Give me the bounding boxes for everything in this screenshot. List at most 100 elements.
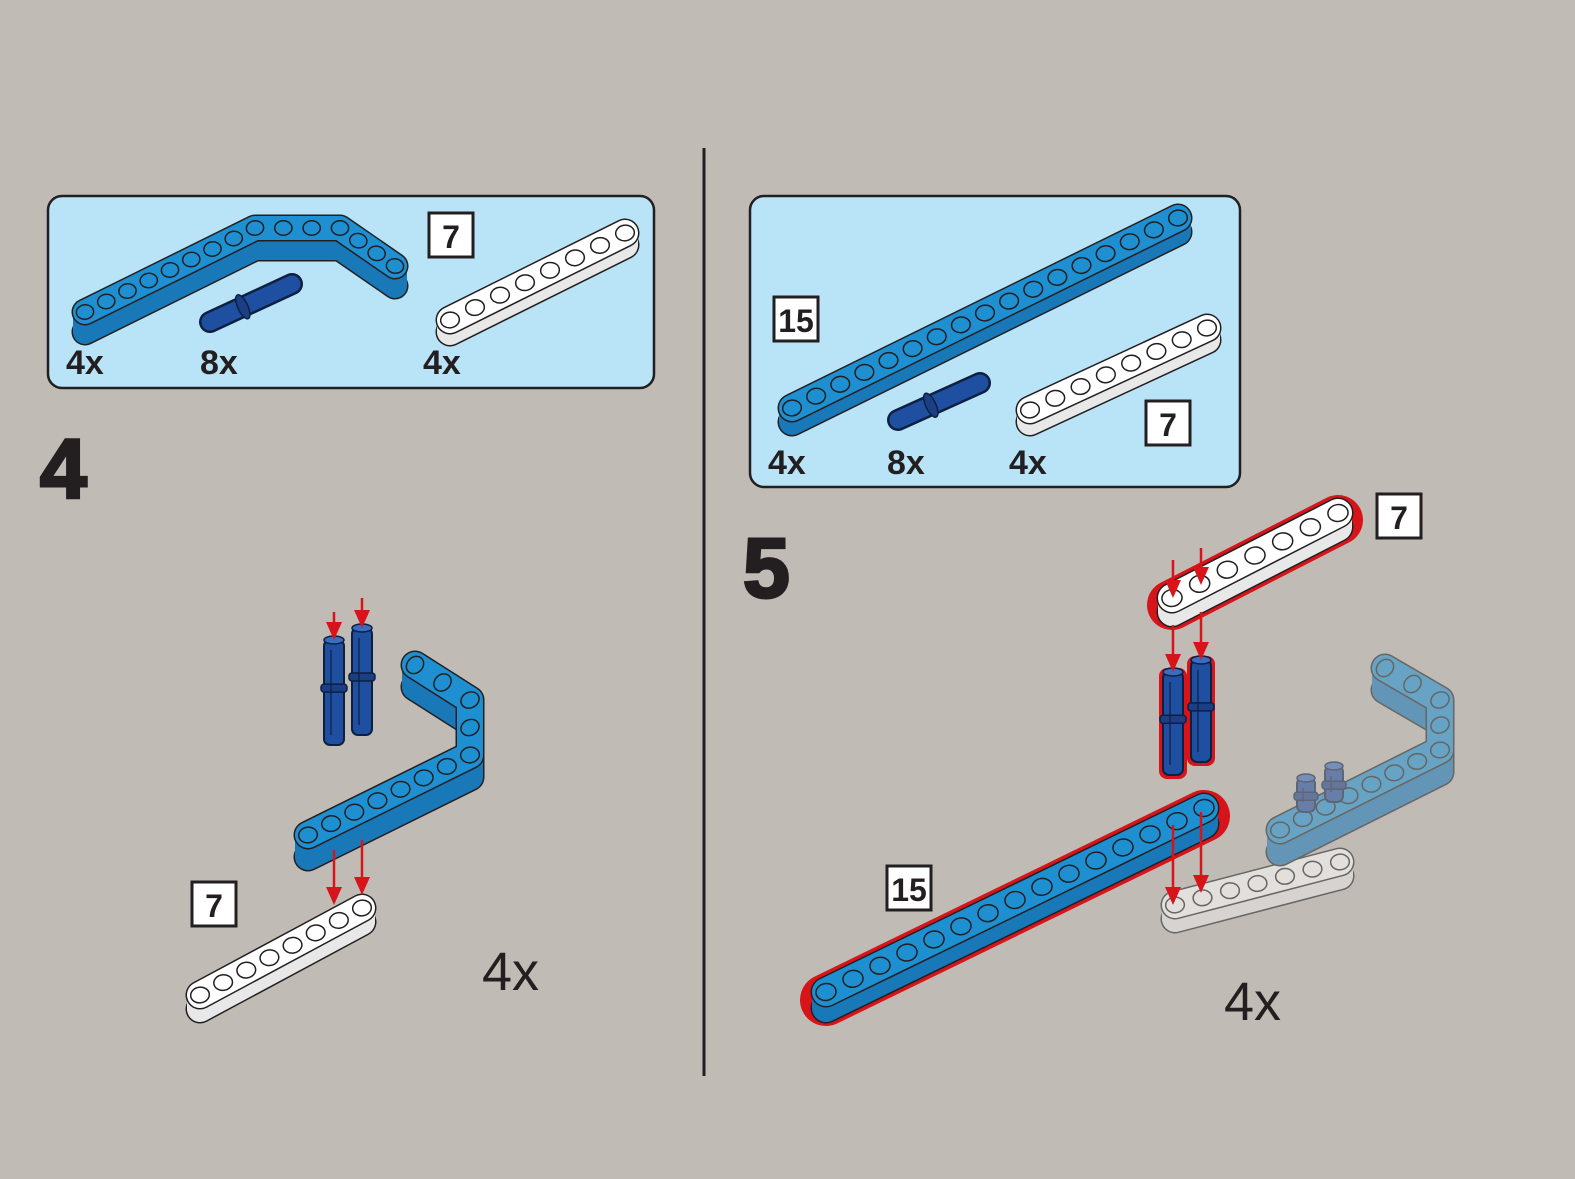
beam-hole — [189, 986, 211, 1004]
beam-hole — [514, 274, 536, 292]
length-label-box: 15 — [885, 864, 933, 912]
beam-hole — [950, 917, 972, 936]
beam-7 — [1147, 495, 1363, 630]
beam-hole — [1430, 716, 1450, 734]
bent-beam — [1265, 653, 1455, 867]
beam-15-part — [777, 203, 1193, 437]
beam-hole — [1269, 821, 1291, 839]
beam-hole — [896, 943, 918, 962]
beam-hole — [413, 769, 434, 787]
beam-hole — [436, 757, 457, 776]
beam-hole — [282, 936, 303, 954]
beam-hole — [1216, 560, 1239, 579]
pin — [199, 273, 303, 333]
beam-hole — [869, 956, 891, 975]
beam-hole — [385, 257, 405, 275]
beam-hole — [1247, 874, 1268, 893]
assembly-arrow — [354, 840, 370, 895]
assembly-arrow — [1193, 548, 1209, 585]
beam-hole — [1031, 877, 1053, 897]
beam-hole — [1071, 256, 1092, 275]
beam-hole — [1429, 741, 1451, 759]
beam-hole — [328, 911, 349, 930]
beam-hole — [977, 903, 999, 923]
assembly-arrow — [326, 850, 342, 905]
part-count: 4x — [1009, 444, 1047, 482]
bent-beam — [293, 650, 485, 872]
assembly-arrow — [326, 612, 342, 640]
beam-hole — [75, 304, 95, 320]
part-count: 8x — [887, 444, 925, 482]
beam-hole — [781, 399, 803, 417]
beam-hole — [1375, 658, 1395, 678]
beam-hole — [1095, 245, 1116, 263]
beam-hole — [1244, 546, 1266, 565]
beam-hole — [1095, 366, 1116, 384]
beam-hole — [926, 328, 947, 346]
beam-hole — [1403, 674, 1422, 694]
beam-hole — [460, 718, 480, 737]
length-label-box: 7 — [427, 211, 475, 259]
beam-7 — [185, 893, 377, 1024]
beam-hole — [589, 236, 611, 255]
beam-hole — [1299, 517, 1322, 537]
pin — [1187, 655, 1215, 766]
beam-hole — [1193, 798, 1215, 818]
beam-hole — [842, 969, 864, 989]
step5-parts-panel: 15 7 4x 8x 4x — [748, 194, 1242, 489]
beam-hole — [236, 961, 257, 979]
assembly-arrow — [354, 598, 370, 628]
bent-beam — [71, 214, 409, 346]
beam-hole — [1085, 851, 1107, 870]
svg-text:7: 7 — [1159, 407, 1177, 443]
beam-hole — [351, 899, 373, 917]
pin — [320, 635, 348, 746]
beam-15 — [800, 790, 1230, 1026]
beam-hole — [139, 272, 159, 289]
beam-hole — [815, 982, 837, 1002]
beam-hole — [321, 814, 342, 833]
beam-hole — [464, 298, 486, 317]
beam-hole — [118, 283, 137, 299]
pin — [1159, 667, 1187, 779]
assembly-arrow — [1193, 812, 1209, 893]
part-count: 4x — [66, 344, 104, 382]
beam-hole — [1146, 342, 1167, 361]
assembly-arrow — [1165, 625, 1181, 672]
assembly-arrow — [1165, 825, 1181, 905]
beam-hole — [539, 261, 561, 279]
beam-hole — [1019, 401, 1041, 419]
svg-text:7: 7 — [442, 219, 460, 255]
beam-hole — [1047, 268, 1068, 286]
step5-assembly: 7 15 4x — [800, 492, 1455, 1032]
beam-hole — [1143, 221, 1164, 239]
beam-hole — [344, 803, 365, 821]
pin — [348, 623, 376, 736]
pin-part — [887, 372, 991, 431]
beam-hole — [1315, 798, 1336, 816]
beam-hole — [1430, 691, 1450, 709]
beam-hole — [902, 340, 923, 358]
beam-hole — [1139, 825, 1161, 844]
beam-hole — [1045, 389, 1066, 407]
beam-hole — [367, 792, 388, 810]
pin — [887, 372, 991, 431]
beam-hole — [96, 293, 116, 310]
beam-hole — [999, 292, 1020, 310]
beam-hole — [273, 220, 293, 236]
beam-hole — [1004, 890, 1026, 910]
beam-hole — [460, 691, 480, 709]
beam-15 — [777, 203, 1193, 437]
step-number: 4 — [40, 422, 87, 516]
beam-hole — [1171, 331, 1192, 349]
beam-hole — [213, 973, 234, 992]
beam-hole — [1361, 775, 1382, 793]
beam-hole — [181, 251, 201, 268]
beam-hole — [160, 262, 180, 278]
beam-hole — [405, 655, 425, 675]
pin — [1293, 773, 1319, 813]
beam-hole — [830, 375, 851, 393]
beam-hole — [923, 930, 945, 949]
beam-7 — [435, 218, 640, 347]
